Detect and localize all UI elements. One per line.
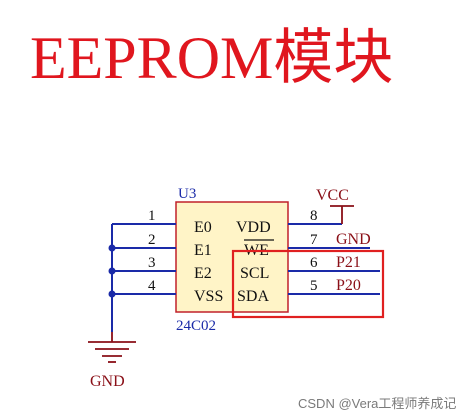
page-title: EEPROM模块 (30, 25, 393, 91)
chip-ref: U3 (178, 186, 196, 202)
left-pin-wires (111, 223, 176, 332)
pin-number: 2 (148, 232, 156, 248)
junction-dot (108, 290, 116, 298)
pin-number: 7 (310, 232, 318, 248)
gnd-label-left: GND (90, 373, 125, 390)
gnd-label-right: GND (336, 231, 371, 248)
junction-dot (108, 244, 116, 252)
p21-label: P21 (336, 254, 361, 271)
pin-number: 8 (310, 208, 318, 224)
pin-name: SCL (240, 265, 269, 282)
pin-number: 6 (310, 255, 318, 271)
pin-number: 1 (148, 208, 156, 224)
pin-name: E0 (194, 219, 212, 236)
pin-name: VDD (236, 219, 271, 236)
ground-symbol-left (88, 332, 136, 363)
junction-dots (108, 244, 116, 298)
pin-number: 5 (310, 278, 318, 294)
junction-dot (108, 267, 116, 275)
pin-name: E2 (194, 265, 212, 282)
vcc-connector (330, 205, 354, 224)
watermark: CSDN @Vera工程师养成记 (298, 396, 456, 411)
pin-name: SDA (237, 288, 269, 305)
highlight-box (231, 249, 385, 319)
pin-number: 3 (148, 255, 156, 271)
vcc-label: VCC (316, 187, 349, 204)
pin-name: VSS (194, 288, 223, 305)
chip-part: 24C02 (176, 318, 216, 334)
p20-label: P20 (336, 277, 361, 294)
pin-number: 4 (148, 278, 156, 294)
right-pin-wires (288, 223, 380, 295)
pin-name: E1 (194, 242, 212, 259)
